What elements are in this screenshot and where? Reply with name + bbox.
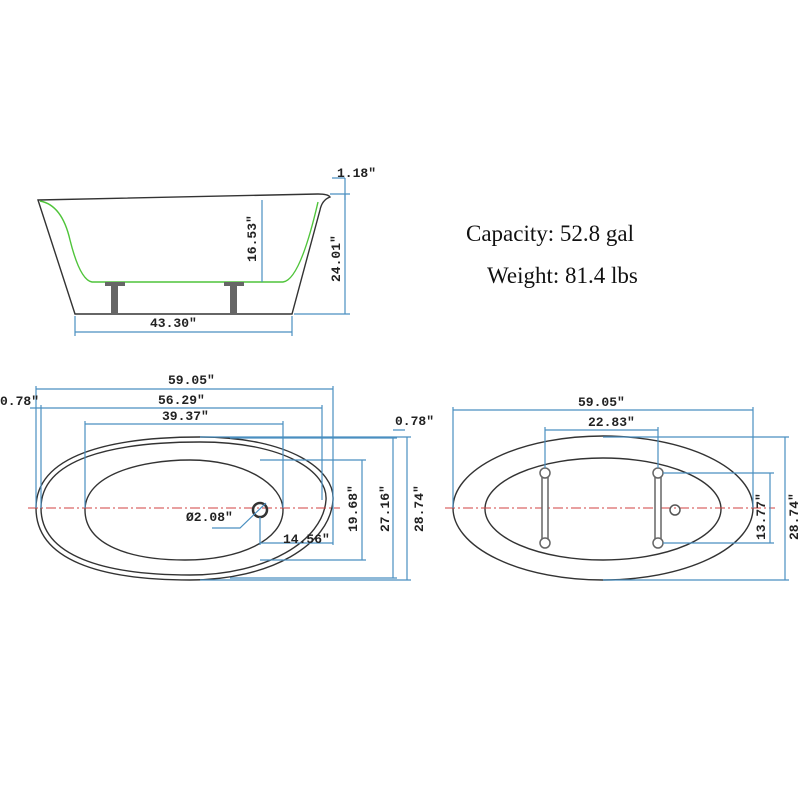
label-drain-offset: 14.56" — [283, 532, 330, 547]
label-base-length: 43.30" — [150, 316, 197, 331]
dim-inner-rim-width — [230, 429, 405, 579]
top-view: Ø2.08" 14.56" 59.05" 56.29" 0.78" 39.37"… — [0, 373, 434, 581]
label-bowl-length: 39.37" — [162, 409, 209, 424]
bottom-view: 59.05" 22.83" 13.77" 28.74" — [445, 395, 800, 581]
label-height: 24.01" — [329, 235, 344, 282]
label-rim-left: 0.78" — [0, 394, 39, 409]
weight-text: Weight: 81.4 lbs — [487, 263, 638, 288]
label-inner-rim-width: 27.16" — [378, 485, 393, 532]
drain-bottom-icon — [669, 504, 681, 516]
support-left — [539, 467, 551, 549]
dim-length — [35, 386, 334, 545]
label-support-length: 13.77" — [754, 493, 769, 540]
dim-height — [294, 194, 350, 315]
dim-support-length — [663, 472, 774, 544]
dim-bottom-length — [452, 407, 754, 508]
dim-support-spacing — [544, 427, 659, 468]
side-view: 1.18" 16.53" 24.01" 43.30" — [37, 166, 376, 336]
label-support-spacing: 22.83" — [588, 415, 635, 430]
foot-right — [224, 282, 244, 314]
label-length: 59.05" — [168, 373, 215, 388]
tub-side-outline — [37, 193, 332, 315]
capacity-text: Capacity: 52.8 gal — [466, 221, 634, 246]
dim-drain — [212, 502, 333, 545]
tub-bottom-inner — [484, 457, 722, 561]
dim-width — [200, 436, 411, 581]
label-drain-diameter: Ø2.08" — [186, 510, 233, 525]
dim-bowl-width — [260, 459, 366, 561]
label-bowl-width: 19.68" — [346, 485, 361, 532]
label-width: 28.74" — [412, 485, 427, 532]
label-lip: 1.18" — [337, 166, 376, 181]
support-right — [652, 467, 664, 549]
dim-bottom-width — [603, 436, 789, 581]
tub-inner-line — [39, 200, 319, 283]
label-rim-right: 0.78" — [395, 414, 434, 429]
label-bottom-width: 28.74" — [787, 493, 800, 540]
dim-inner-rim-length — [30, 405, 323, 508]
label-inner-rim-length: 56.29" — [158, 393, 205, 408]
tub-inner-rim — [40, 441, 327, 576]
foot-left — [105, 282, 125, 314]
dim-base-length — [74, 316, 293, 336]
label-bottom-length: 59.05" — [578, 395, 625, 410]
drain-icon — [251, 501, 269, 519]
dim-lip — [330, 177, 350, 200]
label-inner-depth: 16.53" — [245, 215, 260, 262]
tub-bowl — [84, 459, 284, 561]
dim-bowl-length — [84, 421, 284, 508]
